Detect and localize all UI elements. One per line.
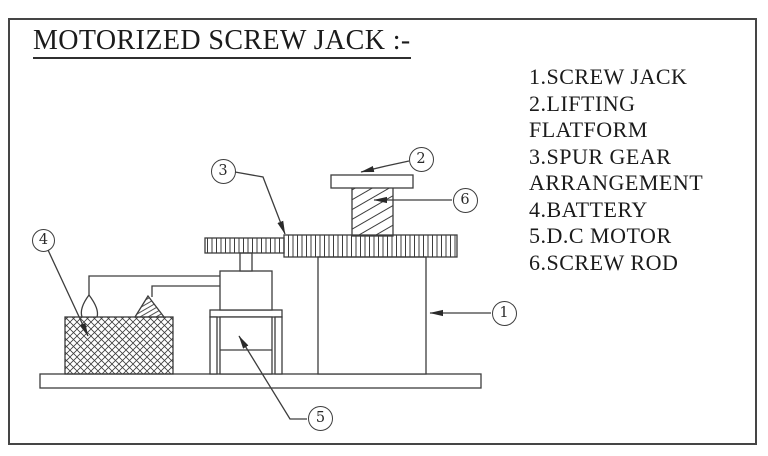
legend-line: 5.D.C MOTOR bbox=[529, 223, 672, 248]
legend-line: 6.SCREW ROD bbox=[529, 249, 679, 275]
legend-line: 1.SCREW JACK bbox=[529, 64, 688, 89]
legend-line: ARRANGEMENT bbox=[529, 170, 704, 195]
leader-line-5 bbox=[238, 335, 307, 420]
callout-2-lifting-platform: 2 bbox=[408, 146, 434, 172]
legend-line: 4.BATTERY bbox=[529, 196, 648, 222]
callout-6-screw-rod: 6 bbox=[452, 187, 478, 213]
legend-line: FLATFORM bbox=[529, 117, 648, 142]
battery-terminal-right bbox=[133, 294, 166, 318]
legend-line: 3.SPUR GEAR bbox=[529, 143, 672, 169]
callout-3-spur-gear: 3 bbox=[210, 158, 236, 184]
leader-line-4 bbox=[47, 249, 89, 337]
motor-frame-right-leg bbox=[274, 316, 283, 375]
legend-line: 2.LIFTING bbox=[529, 90, 636, 116]
callout-4-battery: 4 bbox=[32, 229, 55, 252]
motor-frame-top-bar bbox=[209, 309, 283, 318]
battery-terminal-left bbox=[80, 293, 99, 318]
small-spur-gear bbox=[204, 237, 285, 254]
dc-motor-lower-body bbox=[219, 316, 273, 375]
lifting-platform bbox=[330, 174, 414, 189]
base-plate bbox=[39, 373, 482, 389]
battery bbox=[64, 316, 174, 375]
callout-1-screw-jack: 1 bbox=[491, 300, 517, 326]
parts-legend: 1.SCREW JACK 2.LIFTING FLATFORM 3.SPUR G… bbox=[529, 64, 703, 276]
page-title: MOTORIZED SCREW JACK :- bbox=[33, 26, 411, 59]
screw-rod bbox=[351, 186, 394, 237]
large-spur-gear bbox=[283, 234, 458, 258]
motor-shaft bbox=[239, 252, 253, 272]
leader-line-3 bbox=[234, 171, 286, 235]
motor-frame-left-leg bbox=[209, 316, 218, 375]
callout-5-dc-motor: 5 bbox=[308, 406, 333, 431]
leader-line-2 bbox=[360, 160, 410, 173]
sheet-border bbox=[8, 18, 757, 445]
dc-motor-upper-body bbox=[219, 270, 273, 311]
wire-left bbox=[88, 275, 220, 296]
wire-right bbox=[151, 285, 220, 297]
screw-jack-body bbox=[317, 256, 427, 375]
